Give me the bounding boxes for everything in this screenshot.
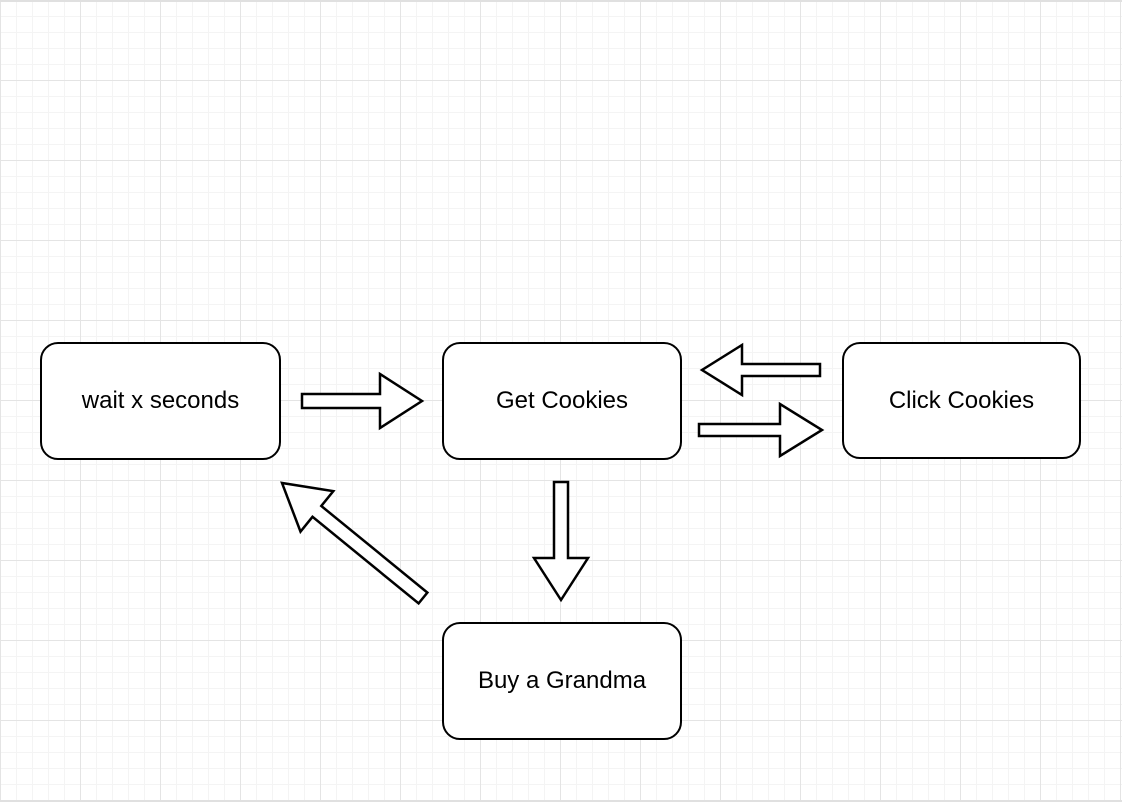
arrow-wait-to-get[interactable] (300, 371, 425, 431)
node-click-cookies-label: Click Cookies (888, 386, 1035, 414)
arrow-click-to-get[interactable] (699, 342, 822, 398)
canvas-bottom-edge (0, 800, 1122, 802)
node-buy-a-grandma-label: Buy a Grandma (477, 667, 647, 694)
node-buy-a-grandma[interactable]: Buy a Grandma (442, 622, 682, 740)
node-wait-x-seconds-label: wait x seconds (81, 387, 240, 414)
arrow-buy-to-wait[interactable] (280, 481, 430, 606)
arrow-get-to-buy[interactable] (531, 480, 591, 603)
node-get-cookies-label: Get Cookies (495, 387, 629, 414)
node-click-cookies[interactable]: Click Cookies (842, 342, 1081, 459)
node-wait-x-seconds[interactable]: wait x seconds (40, 342, 281, 460)
node-get-cookies[interactable]: Get Cookies (442, 342, 682, 460)
canvas-top-edge (0, 0, 1122, 2)
arrow-get-to-click[interactable] (697, 401, 825, 459)
